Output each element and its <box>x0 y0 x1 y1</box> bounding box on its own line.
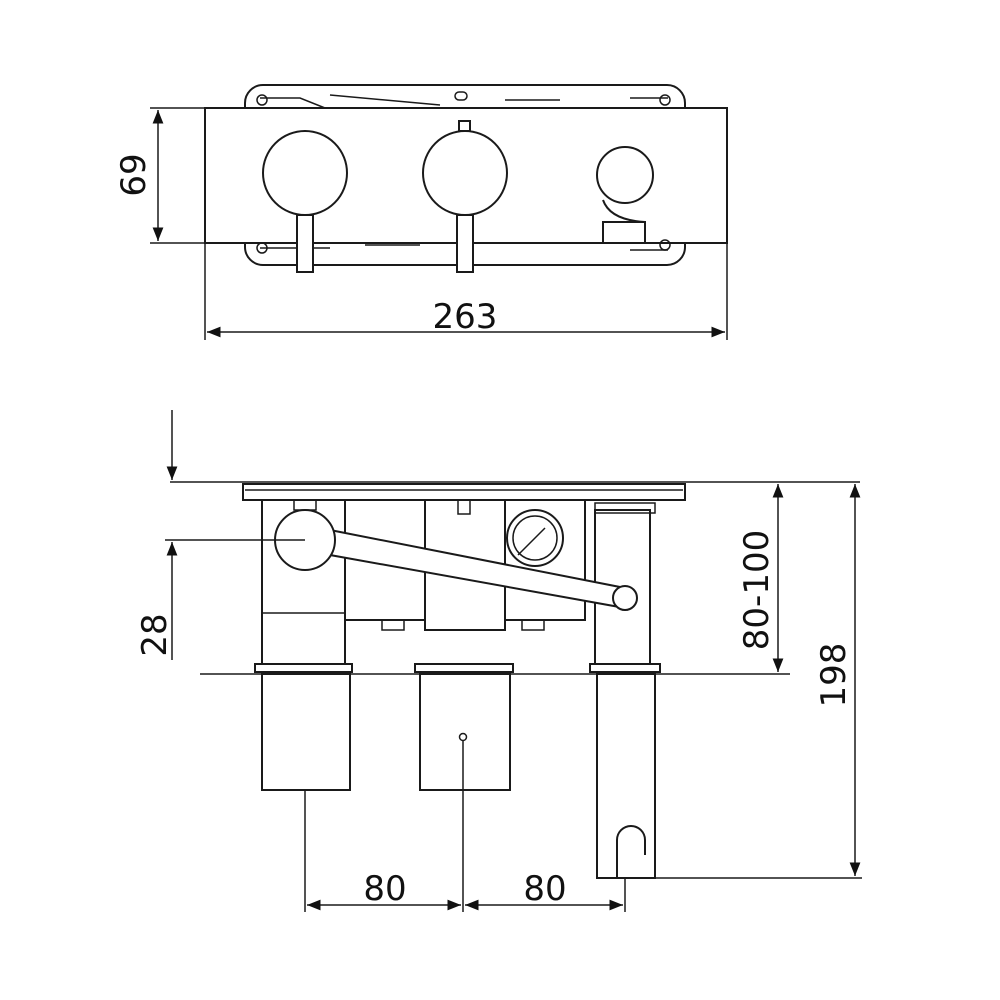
back-plate-slot <box>454 91 468 101</box>
right-body-cap <box>594 502 656 514</box>
nut <box>521 619 545 631</box>
left-knob <box>262 130 348 216</box>
back-plate-lower-detail <box>260 244 668 251</box>
dimension-label: 28 <box>135 613 175 656</box>
hook <box>616 825 646 878</box>
nut <box>381 619 405 631</box>
dimension-label: 69 <box>114 153 154 196</box>
side-view <box>170 481 860 879</box>
middle-lever <box>456 214 474 273</box>
dimension-80-spacing: 80 80 <box>304 740 626 912</box>
dimension-198: 198 <box>620 484 862 879</box>
screw-hole <box>256 242 268 254</box>
dimension-label: 80 <box>523 869 566 909</box>
screw-hole <box>256 94 268 106</box>
lever-end <box>612 585 638 611</box>
cover-plate <box>242 483 686 501</box>
handset-holder-curve <box>602 199 646 223</box>
middle-knob-tab <box>458 120 471 132</box>
dimension-263: 263 <box>204 243 728 340</box>
middle-cylinder <box>419 673 511 791</box>
handset-holder-side <box>596 673 656 879</box>
dimension-label: 198 <box>814 643 854 708</box>
tab <box>457 499 471 515</box>
screw-hole <box>659 94 671 106</box>
screw-hole <box>659 239 671 251</box>
middle-knob <box>422 130 508 216</box>
diverter-knob <box>596 146 654 204</box>
dimension-label: 80 <box>363 869 406 909</box>
dimension-69: 69 <box>114 107 205 244</box>
left-cylinder <box>261 673 351 791</box>
front-view <box>204 84 728 273</box>
dimension-label: 80-100 <box>737 530 777 650</box>
dimension-80-100: 80-100 <box>737 484 784 672</box>
dimension-label: 263 <box>433 297 498 337</box>
dimension-28: 28 <box>135 410 305 660</box>
handset-holder <box>602 221 646 244</box>
back-plate-detail <box>260 94 668 111</box>
left-lever <box>296 214 314 273</box>
